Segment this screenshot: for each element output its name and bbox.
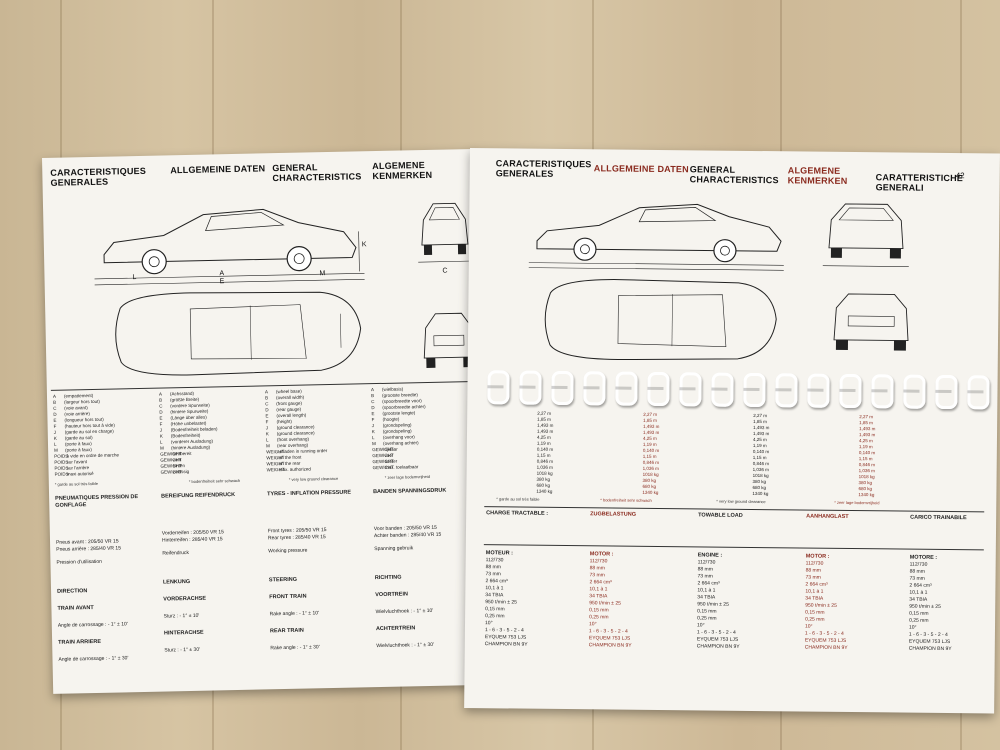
spiral-binding-ring: [679, 372, 702, 407]
spiral-binding-ring: [807, 373, 830, 408]
spec-row: POIDS maxi autorisé: [54, 470, 94, 477]
towable-load-fr: CHARGE TRACTABLE :: [486, 510, 549, 517]
right-brochure-page: CARACTERISTIQUES GENERALES ALLGEMEINE DA…: [464, 148, 1000, 714]
footnote: * garde au sol très faible: [496, 496, 540, 502]
header-de: ALLGEMEINE DATEN: [593, 163, 689, 175]
spiral-binding-ring: [647, 371, 670, 407]
spec-row: WEIGHT max. authorized: [266, 466, 311, 473]
section-title: TYRES - INFLATION PRESSURE: [267, 489, 352, 498]
car-front-view-drawing: [418, 202, 473, 263]
spiral-binding-ring: [903, 374, 926, 409]
spiral-binding-ring: [615, 371, 638, 406]
car-top-view-drawing: [115, 291, 362, 376]
dim-letter-a: A: [219, 270, 225, 278]
car-rear-view-drawing: [833, 293, 909, 351]
spiral-binding-ring: [583, 371, 606, 406]
dim-letter-k: K: [361, 241, 367, 249]
dim-letter-l: L: [132, 274, 137, 282]
spec-column-en: A(wheel base) B(overall width) C(front g…: [265, 388, 328, 473]
section-title: BANDEN SPANNINGSDRUK: [373, 487, 447, 496]
footnote: * bodenfreiheit sehr schwach: [188, 477, 241, 484]
spiral-binding-ring: [967, 375, 990, 410]
towable-load-de: ZUGBELASTUNG: [590, 511, 637, 518]
header-de: ALLGEMEINE DATEN: [170, 163, 266, 176]
spec-values-en: 2,27 m 1,85 m 1,493 m 1,493 m 4,25 m 1,1…: [752, 412, 770, 497]
footnote: * very low ground clearance: [716, 498, 766, 505]
header-nl: ALGEMENE KENMERKEN: [787, 165, 848, 186]
header-fr: CARACTERISTIQUES GENERALES: [495, 158, 592, 179]
section-title: PNEUMATIQUES PRESSION DE GONFLAGE: [55, 494, 139, 509]
spiral-binding-ring: [551, 370, 574, 406]
dim-letter-c: C: [442, 267, 448, 275]
spec-column-fr: A(empattement) B(largeur hors tout) C(vo…: [53, 392, 120, 477]
header-en: GENERAL CHARACTERISTICS: [272, 162, 362, 184]
car-top-view-drawing: [544, 279, 777, 361]
spec-values-de: 2,27 m 1,85 m 1,493 m 1,493 m 4,25 m 1,1…: [642, 411, 660, 495]
footnote: * bodenfreiheit sehr schwach: [600, 497, 652, 503]
divider: [484, 506, 985, 513]
spec-row: GEWICHT zulässig: [160, 468, 190, 475]
spiral-binding-ring: [935, 374, 958, 410]
spiral-binding-ring: [743, 372, 766, 408]
spiral-binding-ring: [519, 370, 542, 405]
car-side-view-drawing: [528, 203, 784, 271]
spec-column-de: A(Achsstand) B(größte Breite) C(vordere …: [159, 390, 219, 475]
section-title: BEREIFUNG REIFENDRUCK: [161, 492, 236, 500]
header-nl: ALGEMENE KENMERKEN: [372, 159, 433, 182]
car-front-view-drawing: [822, 203, 909, 267]
spec-values-fr: 2,27 m 1,85 m 1,493 m 1,493 m 4,25 m 1,1…: [536, 410, 554, 494]
left-brochure-page: CARACTERISTIQUES GENERALES ALLGEMEINE DA…: [42, 148, 486, 694]
spiral-binding-ring: [487, 370, 510, 405]
spec-column-nl: A(wielbasis) B(grootste breedte) C(spoor…: [371, 386, 427, 471]
spiral-binding-ring: [775, 373, 798, 408]
header-it: CARATTERISTICHE GENERALI: [875, 172, 964, 193]
dim-letter-m: M: [319, 270, 326, 278]
header-fr: CARACTERISTIQUES GENERALES: [50, 165, 147, 188]
divider: [483, 544, 984, 551]
header-en: GENERAL CHARACTERISTICS: [689, 164, 779, 186]
footnote: * garde au sol très faible: [54, 480, 99, 487]
spec-row: GEWICHT max. toelaatbaar: [372, 464, 419, 471]
spiral-binding-ring: [871, 374, 894, 409]
towable-load-nl: AANHANGLAST: [806, 513, 849, 520]
spec-values-nl: 2,27 m 1,85 m 1,493 m 1,493 m 4,25 m 1,1…: [858, 414, 876, 498]
page-number: 42: [955, 171, 965, 181]
section-fr: PNEUMATIQUES PRESSION DE GONFLAGE Pneus …: [55, 494, 158, 664]
section-de: BEREIFUNG REIFENDRUCK Vorderreifen : 205…: [161, 491, 264, 654]
footnote: * zeer lage bodemvrijheid: [384, 473, 430, 480]
towable-load-it: CARICO TRAINABILE: [910, 514, 967, 522]
section-nl: BANDEN SPANNINGSDRUK Voor banden : 205/5…: [373, 487, 476, 650]
car-side-view-drawing: [94, 208, 365, 286]
dim-letter-e: E: [219, 278, 225, 286]
footnote: * very low ground clearance: [288, 475, 339, 482]
footnote: * zeer lage bodemvrijheid: [834, 499, 880, 506]
spiral-binding-ring: [711, 372, 734, 407]
towable-load-en: TOWABLE LOAD: [698, 512, 743, 519]
section-en: TYRES - INFLATION PRESSURE Front tyres :…: [267, 489, 370, 652]
spiral-binding-ring: [839, 373, 862, 409]
